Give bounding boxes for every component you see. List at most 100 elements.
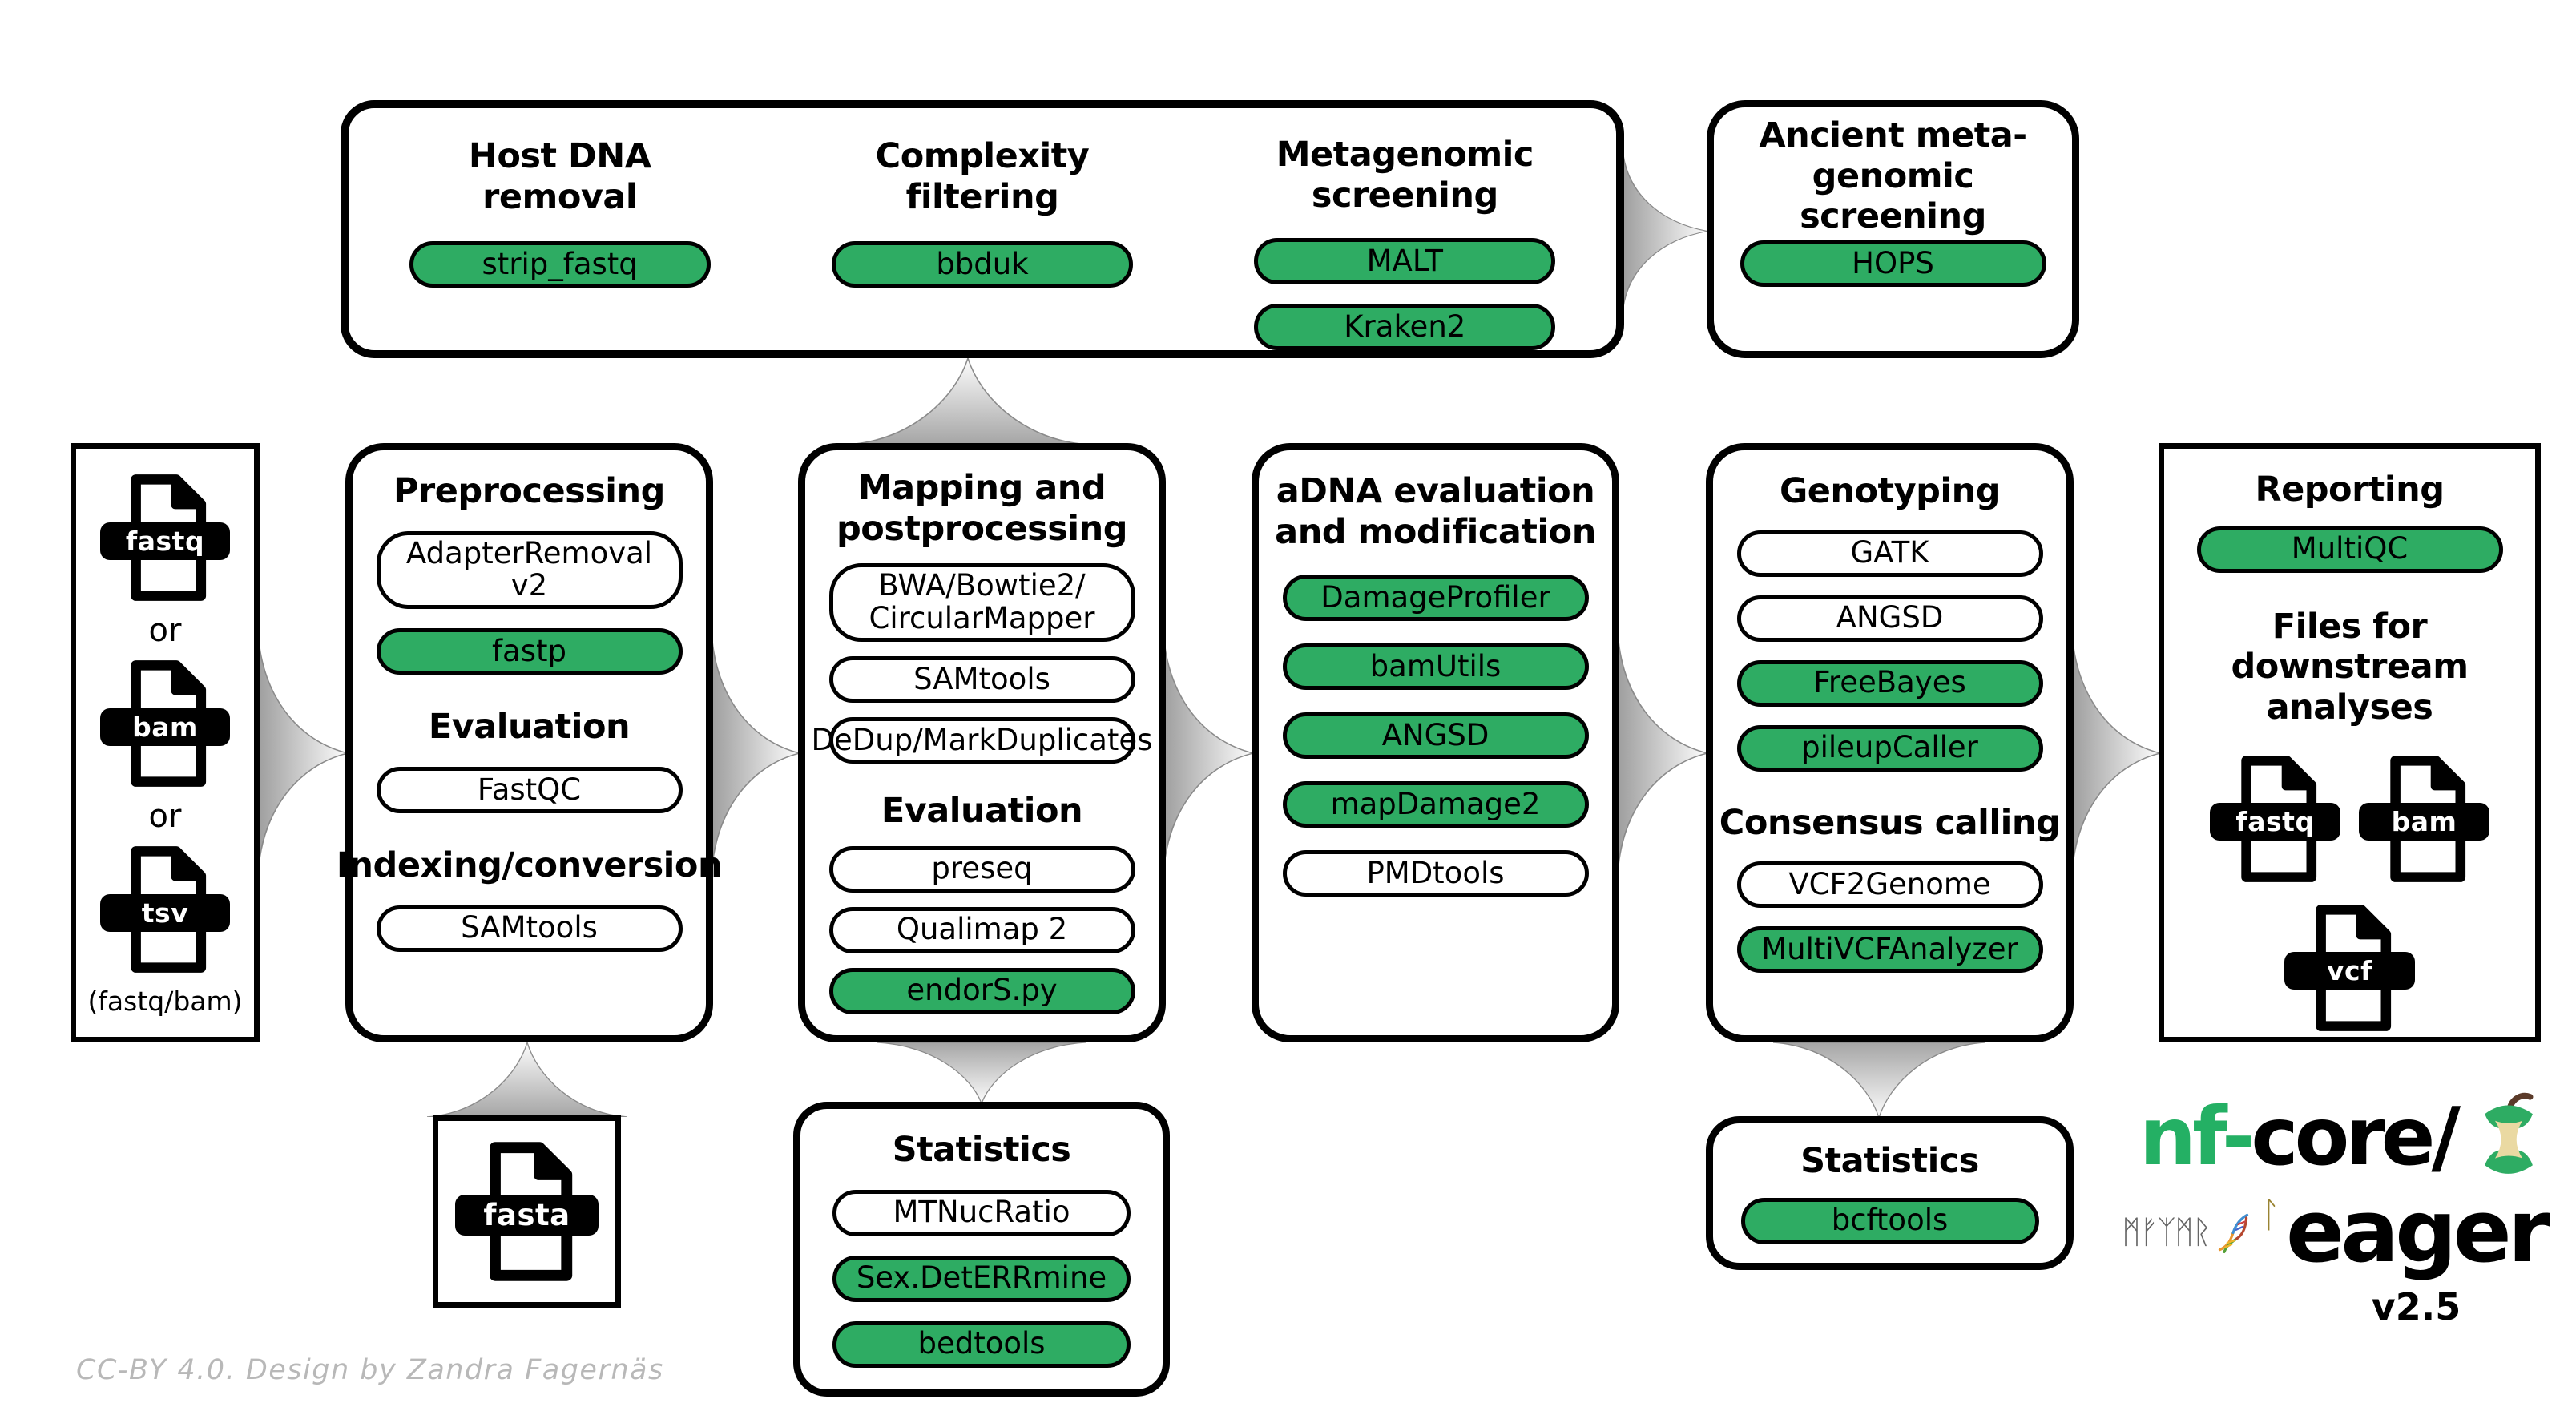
or-separator: or — [148, 612, 182, 649]
preprocessing-box: Preprocessing AdapterRemoval v2 fastp Eva… — [337, 443, 723, 1042]
tool-pill-sex-deterrmine: Sex.DetERRmine — [832, 1255, 1131, 1302]
tool-pill-multiqc: MultiQC — [2196, 526, 2503, 573]
tool-pill-angsd: ANGSD — [1282, 712, 1589, 760]
fastq-file-icon: fastq — [2210, 754, 2340, 884]
input-files-box: fastq or bam or tsv (fastq/bam) — [71, 443, 260, 1042]
metagenomic-screening-title: Metagenomic screening — [1276, 135, 1534, 216]
mapping-title: Mapping and postprocessing — [836, 468, 1127, 549]
preprocessing-evaluation-title: Evaluation — [428, 707, 631, 748]
statistics-genotyping-title: Statistics — [1800, 1141, 1979, 1181]
downstream-files-title: Files for downstream analyses — [2231, 606, 2469, 728]
tsv-caption: (fastq/bam) — [87, 986, 243, 1017]
host-dna-removal-tools: strip_fastq — [349, 241, 771, 288]
tool-pill-bamutils: bamUtils — [1282, 643, 1589, 691]
tool-pill-multivcfanalyzer: MultiVCFAnalyzer — [1736, 926, 2043, 974]
preprocessing-tools: AdapterRemoval v2 fastp — [353, 530, 706, 675]
tool-pill-adapterremoval-v2: AdapterRemoval v2 — [376, 530, 683, 610]
downstream-files-row2: vcf — [2284, 903, 2415, 1033]
genotyping-tools: GATK ANGSD FreeBayes pileupCaller — [1713, 530, 2066, 772]
bam-file-icon: bam — [2359, 754, 2489, 884]
genotyping-title: Genotyping — [1779, 471, 2001, 511]
tool-pill-mapdamage2: mapDamage2 — [1282, 781, 1589, 828]
arrow-mapping-to-adna — [1163, 633, 1253, 873]
tool-pill-kraken2: Kraken2 — [1254, 304, 1556, 350]
ancient-screening-box: Ancient meta- genomic screening HOPS — [1707, 100, 2079, 358]
complexity-filtering-title: Complexity filtering — [875, 136, 1090, 217]
complexity-filtering-tools: bbduk — [771, 241, 1193, 288]
fastq-file-icon: fastq — [99, 473, 231, 603]
complexity-filtering-section: Complexity filtering bbduk — [771, 108, 1193, 350]
vcf-file-icon: vcf — [2284, 903, 2415, 1033]
tool-pill-gatk: GATK — [1736, 530, 2043, 577]
statistics-genotyping-tools: bcftools — [1713, 1197, 2066, 1244]
arrow-adna-to-genotyping — [1618, 633, 1707, 873]
ancient-screening-title: Ancient meta- genomic screening — [1759, 115, 2027, 237]
tsv-file-icon: tsv — [99, 845, 231, 974]
arrow-screening-to-ancient — [1623, 150, 1707, 312]
indexing-conversion-tools: SAMtools — [353, 905, 706, 952]
downstream-files-row: fastq bam — [2210, 754, 2489, 884]
tool-pill-strip-fastq: strip_fastq — [409, 241, 711, 288]
rune-l-text: ᛚ — [2260, 1194, 2282, 1236]
arrow-mapping-to-screening — [848, 358, 1088, 445]
tool-pill-fastp: fastp — [376, 628, 683, 675]
tool-pill-freebayes: FreeBayes — [1736, 659, 2043, 707]
tool-pill-bbduk: bbduk — [831, 241, 1133, 288]
arrow-input-to-preprocessing — [258, 633, 348, 873]
adna-title: aDNA evaluation and modification — [1275, 471, 1596, 552]
tool-pill-malt: MALT — [1254, 238, 1556, 284]
adna-box: aDNA evaluation and modification DamageP… — [1252, 443, 1619, 1042]
logo-nf-text: nf- — [2139, 1090, 2255, 1183]
consensus-calling-title: Consensus calling — [1719, 802, 2061, 843]
screening-box: Host DNA removal strip_fastq Complexity … — [341, 100, 1624, 358]
host-dna-removal-title: Host DNA removal — [468, 136, 651, 217]
arrow-fasta-to-preprocessing — [427, 1042, 627, 1117]
tool-pill-pileupcaller: pileupCaller — [1736, 724, 2043, 772]
preprocessing-evaluation-tools: FastQC — [353, 766, 706, 813]
dna-helix-icon — [2218, 1213, 2249, 1254]
logo-version: v2.5 — [2371, 1285, 2461, 1328]
reporting-box: Reporting MultiQC Files for downstream a… — [2159, 443, 2541, 1042]
tool-pill-bedtools: bedtools — [832, 1320, 1131, 1368]
logo-app-text: eager — [2286, 1182, 2550, 1282]
metagenomic-screening-section: Metagenomic screening MALT Kraken2 — [1194, 108, 1616, 350]
tool-pill-bwa-bowtie2-circularmapper: BWA/Bowtie2/ CircularMapper — [828, 563, 1135, 642]
tool-pill-samtools: SAMtools — [376, 905, 683, 952]
genotyping-box: Genotyping GATK ANGSD FreeBayes pileupCalle… — [1706, 443, 2074, 1042]
reporting-tools: MultiQC — [2164, 526, 2535, 573]
arrow-genotyping-to-reporting — [2072, 633, 2160, 873]
tool-pill-damageprofiler: DamageProfiler — [1282, 575, 1589, 622]
indexing-conversion-title: Indexing/conversion — [336, 845, 723, 885]
reporting-title: Reporting — [2255, 470, 2445, 510]
tool-pill-hops: HOPS — [1740, 240, 2046, 287]
tool-pill-angsd: ANGSD — [1736, 595, 2043, 642]
tool-pill-dedup-markduplicates: DeDup/MarkDuplicates — [812, 716, 1152, 764]
or-separator: or — [148, 798, 182, 835]
host-dna-removal-section: Host DNA removal strip_fastq — [349, 108, 771, 350]
credit-text: CC-BY 4.0. Design by Zandra Fagernäs — [76, 1354, 664, 1386]
tool-pill-fastqc: FastQC — [376, 766, 683, 813]
logo-core-text: core/ — [2251, 1090, 2461, 1183]
mapping-evaluation-title: Evaluation — [881, 790, 1083, 831]
logo-brand-text: nf-core/ — [2139, 1097, 2461, 1177]
arrow-genotyping-to-statistics — [1773, 1042, 1985, 1118]
preprocessing-title: Preprocessing — [393, 471, 665, 511]
fasta-reference-box: fasta — [433, 1115, 621, 1308]
arrow-preprocessing-to-mapping — [712, 633, 800, 873]
bam-file-icon: bam — [99, 659, 231, 788]
mapping-box: Mapping and postprocessing BWA/Bowtie2/ … — [798, 443, 1166, 1042]
tool-pill-bcftools: bcftools — [1740, 1197, 2039, 1244]
arrow-mapping-to-statistics — [877, 1042, 1086, 1103]
statistics-mapping-title: Statistics — [892, 1130, 1071, 1170]
nf-core-eager-logo: nf-core/ ᛗᚠᛉᛗᚱ ᛚ eager v2.5 — [2122, 1088, 2550, 1328]
statistics-genotyping-box: Statistics bcftools — [1706, 1116, 2074, 1270]
metagenomic-screening-tools: MALT Kraken2 — [1194, 238, 1616, 350]
fasta-file-icon: fasta — [455, 1140, 599, 1283]
